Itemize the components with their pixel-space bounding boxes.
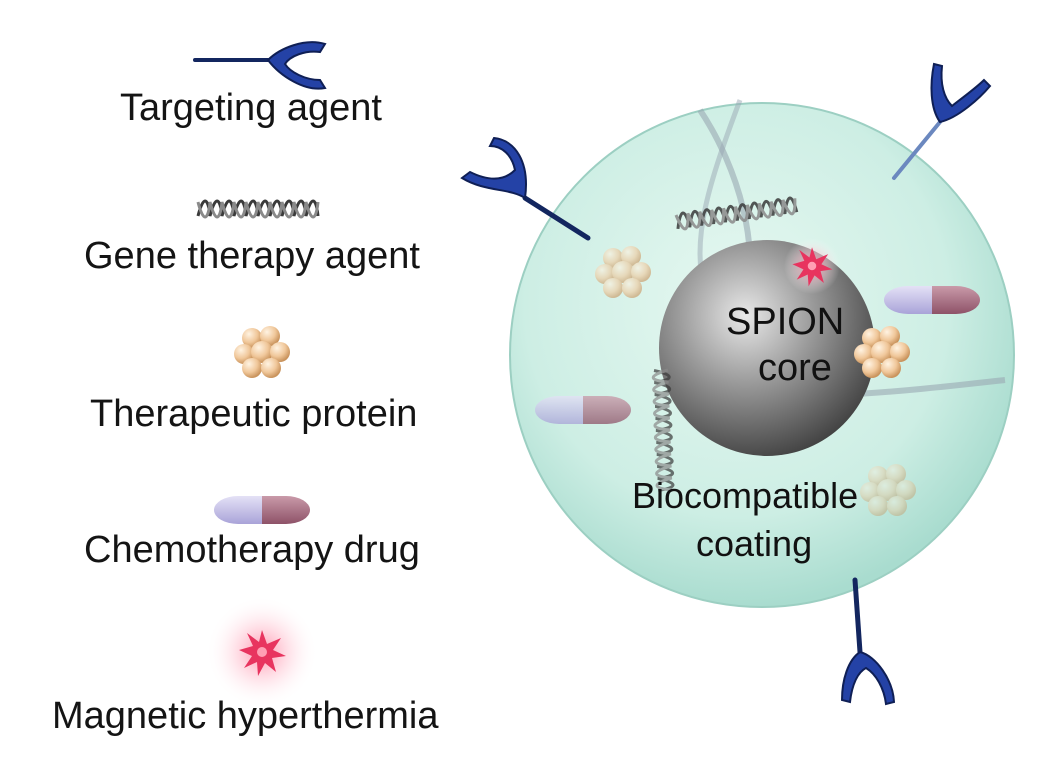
spion-core-sphere [659,240,875,456]
legend-hyperthermia-icon [206,596,318,708]
nanoparticle [509,99,1015,608]
capsule-upper-right-icon [884,286,980,314]
legend-protein-icon [234,326,290,378]
capsule-left-icon [535,396,631,424]
starburst-core-icon [784,238,840,294]
legend-gene-therapy-label: Gene therapy agent [84,235,420,277]
spion-core-label-line1: SPION [726,301,845,343]
antibody-upper-left-icon [460,136,591,241]
legend-magnetic-hyperthermia-label: Magnetic hyperthermia [52,695,439,737]
coating-label-line1: Biocompatible [632,475,859,516]
antibody-bottom-icon [840,577,896,706]
coating-label-line2: coating [696,523,813,564]
spion-core-label-line2: core [758,347,832,389]
legend-chemotherapy-drug-label: Chemotherapy drug [84,529,420,571]
legend-targeting-agent-label: Targeting agent [120,87,382,129]
legend-therapeutic-protein-label: Therapeutic protein [90,393,418,435]
antibody-upper-right-icon [892,62,992,180]
legend-capsule-icon [214,496,310,524]
legend-gene-therapy-icon [196,199,320,219]
legend-targeting-agent-icon [193,41,327,90]
